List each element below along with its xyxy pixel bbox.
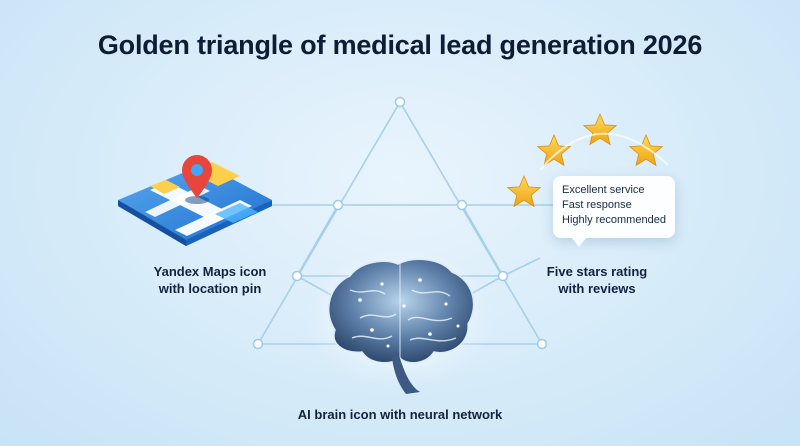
star-icon bbox=[628, 133, 664, 167]
maps-caption: Yandex Maps icon with location pin bbox=[120, 263, 300, 297]
review-card: Excellent service Fast response Highly r… bbox=[553, 176, 675, 247]
star-icon bbox=[582, 112, 618, 146]
reviews-caption-line1: Five stars rating bbox=[546, 264, 648, 279]
star-rating bbox=[506, 112, 669, 208]
review-line: Highly recommended bbox=[562, 214, 666, 226]
reviews-caption-line2: with reviews bbox=[558, 281, 636, 296]
network-nodes bbox=[252, 96, 548, 350]
map-pin-icon bbox=[118, 155, 272, 246]
review-line: Fast response bbox=[562, 199, 632, 211]
page-title: Golden triangle of medical lead generati… bbox=[97, 30, 703, 60]
brain-caption: AI brain icon with neural network bbox=[297, 407, 503, 422]
brain-icon bbox=[305, 248, 495, 394]
node bbox=[332, 199, 344, 211]
star-icon bbox=[506, 174, 542, 208]
reviews-caption: Five stars rating with reviews bbox=[522, 263, 672, 297]
node-top bbox=[394, 96, 406, 108]
maps-caption-line2: with location pin bbox=[158, 281, 262, 296]
star-icon bbox=[536, 133, 572, 167]
node bbox=[497, 270, 509, 282]
node bbox=[291, 270, 303, 282]
node bbox=[456, 199, 468, 211]
node-bottom-right bbox=[536, 338, 548, 350]
maps-caption-line1: Yandex Maps icon bbox=[153, 264, 267, 279]
review-line: Excellent service bbox=[562, 184, 645, 196]
node-bottom-left bbox=[252, 338, 264, 350]
